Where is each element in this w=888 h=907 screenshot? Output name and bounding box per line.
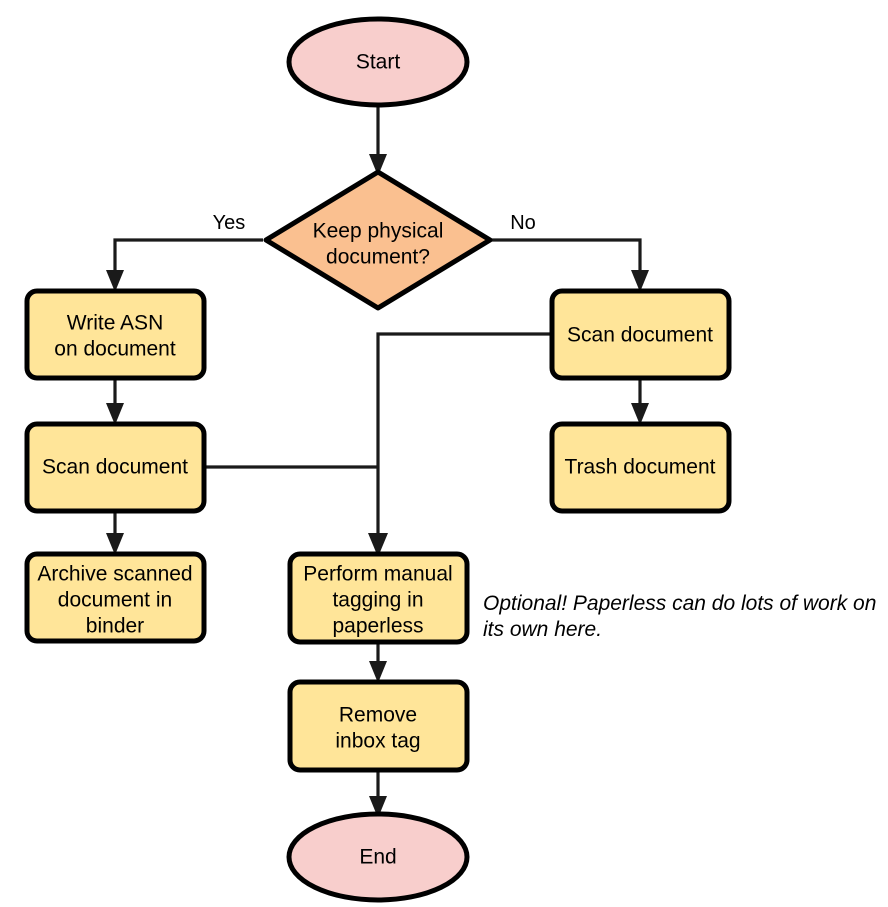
node-perform-manual-tagging[interactable]: Perform manual tagging in paperless <box>287 551 470 645</box>
edge-label-no: No <box>510 212 536 234</box>
start-ellipse-shape <box>286 16 470 108</box>
start-label: Start <box>356 51 401 74</box>
trash-document-label: Trash document <box>565 456 716 479</box>
node-remove-inbox-tag[interactable]: Remove inbox tag <box>287 679 470 773</box>
node-write-asn-on-document[interactable]: Write ASN on document <box>24 288 207 381</box>
edge-start-to-decision <box>369 104 387 176</box>
decision-diamond-shape <box>263 169 493 311</box>
archive-box-shape <box>24 551 207 644</box>
edge-remove-inbox-to-end <box>369 770 387 818</box>
remove-inbox-label-line-1: Remove <box>339 704 417 727</box>
decision-label-line-2: document? <box>326 246 430 269</box>
node-scan-document-right[interactable]: Scan document <box>549 288 732 381</box>
remove-inbox-box-shape <box>287 679 470 773</box>
scan-document-left-box-shape <box>24 421 207 514</box>
tagging-box-shape <box>287 551 470 645</box>
node-end[interactable]: End <box>286 811 470 903</box>
scan-document-right-label: Scan document <box>567 324 713 347</box>
node-scan-document-left[interactable]: Scan document <box>24 421 207 514</box>
annotation-note-line-1: Optional! Paperless can do lots of work … <box>483 592 876 615</box>
annotation-note-line-2: its own here. <box>483 618 602 641</box>
edge-scan-right-to-trash <box>631 378 649 425</box>
node-archive-scanned-document[interactable]: Archive scanned document in binder <box>24 551 207 644</box>
edge-scan-left-to-archive <box>106 511 124 555</box>
decision-label-line-1: Keep physical <box>313 220 444 243</box>
annotation-note: Optional! Paperless can do lots of work … <box>483 592 876 641</box>
tagging-label-line-3: paperless <box>332 615 423 638</box>
write-asn-label-line-2: on document <box>54 338 176 361</box>
end-ellipse-shape <box>286 811 470 903</box>
node-trash-document[interactable]: Trash document <box>549 421 732 514</box>
archive-label-line-3: binder <box>86 615 144 638</box>
edge-tagging-to-remove-inbox <box>369 642 387 683</box>
write-asn-box-shape <box>24 288 207 381</box>
edge-decision-yes-to-write-asn <box>106 238 263 292</box>
scan-document-left-label: Scan document <box>42 456 188 479</box>
scan-document-right-box-shape <box>549 288 732 381</box>
trash-document-box-shape <box>549 421 732 514</box>
edge-decision-no-to-scan-right <box>490 238 649 292</box>
tagging-label-line-2: tagging in <box>332 589 423 612</box>
edge-write-asn-to-scan-left <box>106 378 124 425</box>
end-label: End <box>359 846 396 869</box>
archive-label-line-1: Archive scanned <box>37 563 192 586</box>
remove-inbox-label-line-2: inbox tag <box>335 730 420 753</box>
edge-label-yes: Yes <box>213 212 246 234</box>
edge-scan-right-to-tagging <box>368 332 552 557</box>
tagging-label-line-1: Perform manual <box>303 563 452 586</box>
node-start[interactable]: Start <box>286 16 470 108</box>
write-asn-label-line-1: Write ASN <box>67 312 163 335</box>
node-decision-keep-physical-document[interactable]: Keep physical document? <box>263 169 493 311</box>
archive-label-line-2: document in <box>58 589 172 612</box>
